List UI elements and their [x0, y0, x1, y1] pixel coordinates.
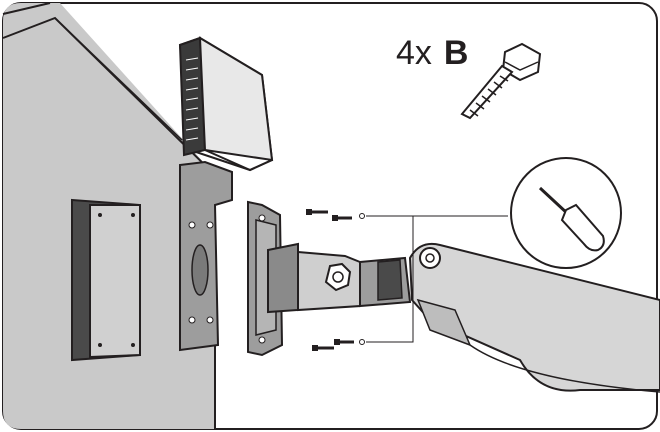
wall-box — [71, 198, 141, 362]
wall-side-line — [54, 17, 183, 141]
wall-top-line — [2, 2, 51, 15]
part-code: B — [443, 34, 469, 72]
bottom-screws — [312, 339, 365, 351]
bolt-icon — [460, 42, 542, 120]
vent-grille — [185, 57, 199, 141]
support-arm — [408, 242, 660, 393]
tool-callout — [510, 157, 622, 269]
screwdriver-icon — [538, 186, 605, 252]
swivel-joint — [267, 242, 412, 314]
bracket-slot — [191, 244, 209, 296]
callout-lines — [366, 215, 508, 343]
mini-pc — [178, 36, 274, 172]
parts-callout: 4x B — [396, 34, 468, 73]
part-quantity: 4x — [396, 34, 432, 72]
top-screws — [306, 209, 365, 221]
